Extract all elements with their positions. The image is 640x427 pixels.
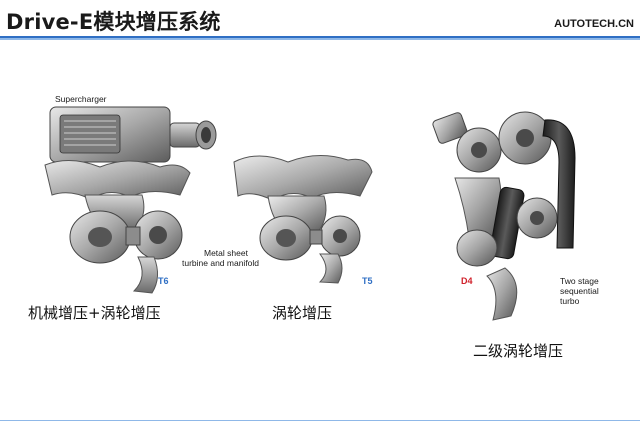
two-stage-callout: Two stage sequential turbo bbox=[560, 276, 599, 306]
metal-sheet-callout: Metal sheet turbine and manifold bbox=[182, 248, 259, 268]
t5-tag: T5 bbox=[362, 276, 373, 286]
header-divider bbox=[0, 36, 640, 40]
metal-sheet-callout-line1: Metal sheet bbox=[204, 248, 248, 258]
metal-sheet-callout-line2: turbine and manifold bbox=[182, 258, 260, 268]
t5-caption: 涡轮增压 bbox=[272, 304, 333, 322]
slide-header: Drive-E模块增压系统 AUTOTECH.CN bbox=[0, 0, 640, 40]
footer-divider bbox=[0, 420, 640, 421]
t6-tag: T6 bbox=[158, 276, 169, 286]
two-stage-callout-line2: sequential bbox=[560, 286, 599, 296]
brand-watermark: AUTOTECH.CN bbox=[554, 18, 634, 30]
t6-engine-illustration bbox=[30, 95, 230, 295]
d4-engine-illustration bbox=[425, 98, 585, 328]
supercharger-callout: Supercharger bbox=[55, 94, 107, 104]
d4-caption: 二级涡轮增压 bbox=[473, 342, 564, 360]
two-stage-callout-line3: turbo bbox=[560, 296, 580, 306]
two-stage-callout-line1: Two stage bbox=[560, 276, 599, 286]
t6-caption: 机械增压+涡轮增压 bbox=[28, 304, 161, 322]
d4-tag: D4 bbox=[461, 276, 473, 286]
t5-engine-illustration bbox=[228, 150, 378, 285]
slide-title: Drive-E模块增压系统 bbox=[6, 10, 221, 34]
